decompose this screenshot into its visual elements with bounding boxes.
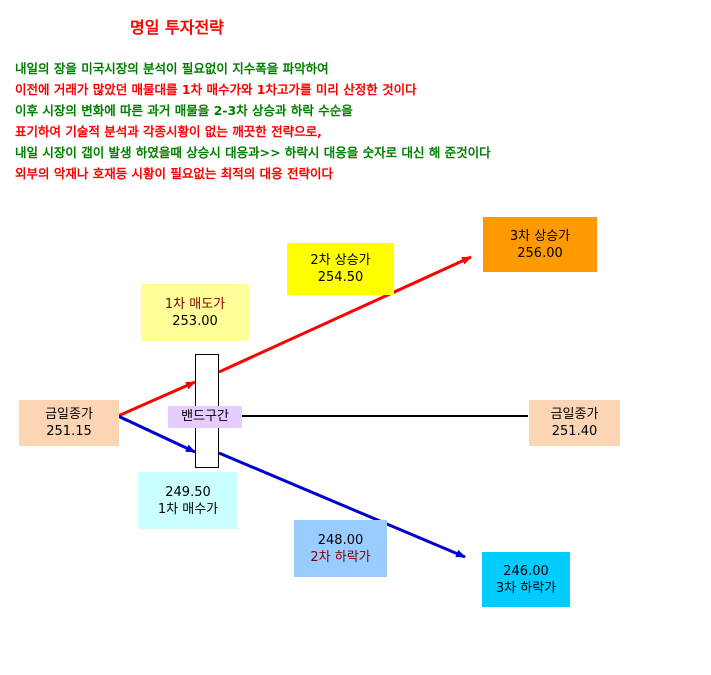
arrow-band-to-fall3 bbox=[218, 451, 466, 559]
first-buy-price-box: 249.50 1차 매수가 bbox=[138, 472, 238, 529]
first-sell-price-box: 1차 매도가 253.00 bbox=[141, 284, 249, 341]
third-fall-price-value: 246.00 bbox=[503, 563, 549, 579]
first-sell-price-value: 253.00 bbox=[172, 313, 218, 329]
page-title: 명일 투자전략 bbox=[130, 18, 224, 37]
second-fall-price-box: 248.00 2차 하락가 bbox=[294, 520, 387, 577]
third-rise-price-box: 3차 상승가 256.00 bbox=[483, 217, 597, 272]
close-price-today-label: 금일종가 bbox=[45, 407, 93, 422]
close-price-end-label: 금일종가 bbox=[550, 407, 599, 422]
arrow-close-to-band-down bbox=[117, 414, 196, 454]
description-line-1: 내일의 장을 미국시장의 분석이 필요없이 지수폭을 파악하여 bbox=[15, 61, 329, 76]
third-fall-price-label: 3차 하락가 bbox=[495, 580, 557, 596]
arrow-band-to-rise3 bbox=[218, 255, 472, 374]
description-line-2: 이전에 거래가 많았던 매물대를 1차 매수가와 1차고가를 미리 산정한 것이… bbox=[15, 82, 417, 97]
description-line-3: 이후 시장의 변화에 따른 과거 매물을 2-3차 상승과 하락 수순을 bbox=[15, 103, 353, 118]
band-label: 밴드구간 bbox=[168, 406, 242, 428]
second-rise-price-value: 254.50 bbox=[317, 270, 364, 285]
third-fall-price-box: 246.00 3차 하락가 bbox=[482, 552, 570, 607]
close-price-today-value: 251.15 bbox=[46, 424, 92, 439]
first-sell-price-label: 1차 매도가 bbox=[164, 296, 226, 312]
second-fall-price-value: 248.00 bbox=[317, 532, 364, 548]
description-line-6: 외부의 악재나 호재등 시황이 필요없는 최적의 대응 전략이다 bbox=[15, 166, 333, 181]
close-price-end-box: 금일종가 251.40 bbox=[529, 400, 620, 446]
close-price-today-box: 금일종가 251.15 bbox=[19, 400, 119, 446]
second-rise-price-box: 2차 상승가 254.50 bbox=[287, 243, 394, 295]
strategy-description: 내일의 장을 미국시장의 분석이 필요없이 지수폭을 파악하여 이전에 거래가 … bbox=[15, 58, 491, 184]
close-price-end-value: 251.40 bbox=[551, 424, 598, 439]
arrow-close-to-band-up bbox=[117, 380, 196, 418]
second-fall-price-label: 2차 하락가 bbox=[310, 549, 371, 565]
first-buy-price-value: 249.50 bbox=[165, 484, 211, 500]
description-line-4: 표기하여 기술적 분석과 각종시황이 없는 깨끗한 전략으로, bbox=[15, 124, 322, 139]
third-rise-price-label: 3차 상승가 bbox=[509, 228, 571, 244]
first-buy-price-label: 1차 매수가 bbox=[157, 501, 219, 517]
second-rise-price-label: 2차 상승가 bbox=[310, 253, 371, 268]
third-rise-price-value: 256.00 bbox=[517, 245, 563, 261]
description-line-5: 내일 시장이 갭이 발생 하였을때 상승시 대응과>> 하락시 대응을 숫자로 … bbox=[15, 145, 491, 160]
